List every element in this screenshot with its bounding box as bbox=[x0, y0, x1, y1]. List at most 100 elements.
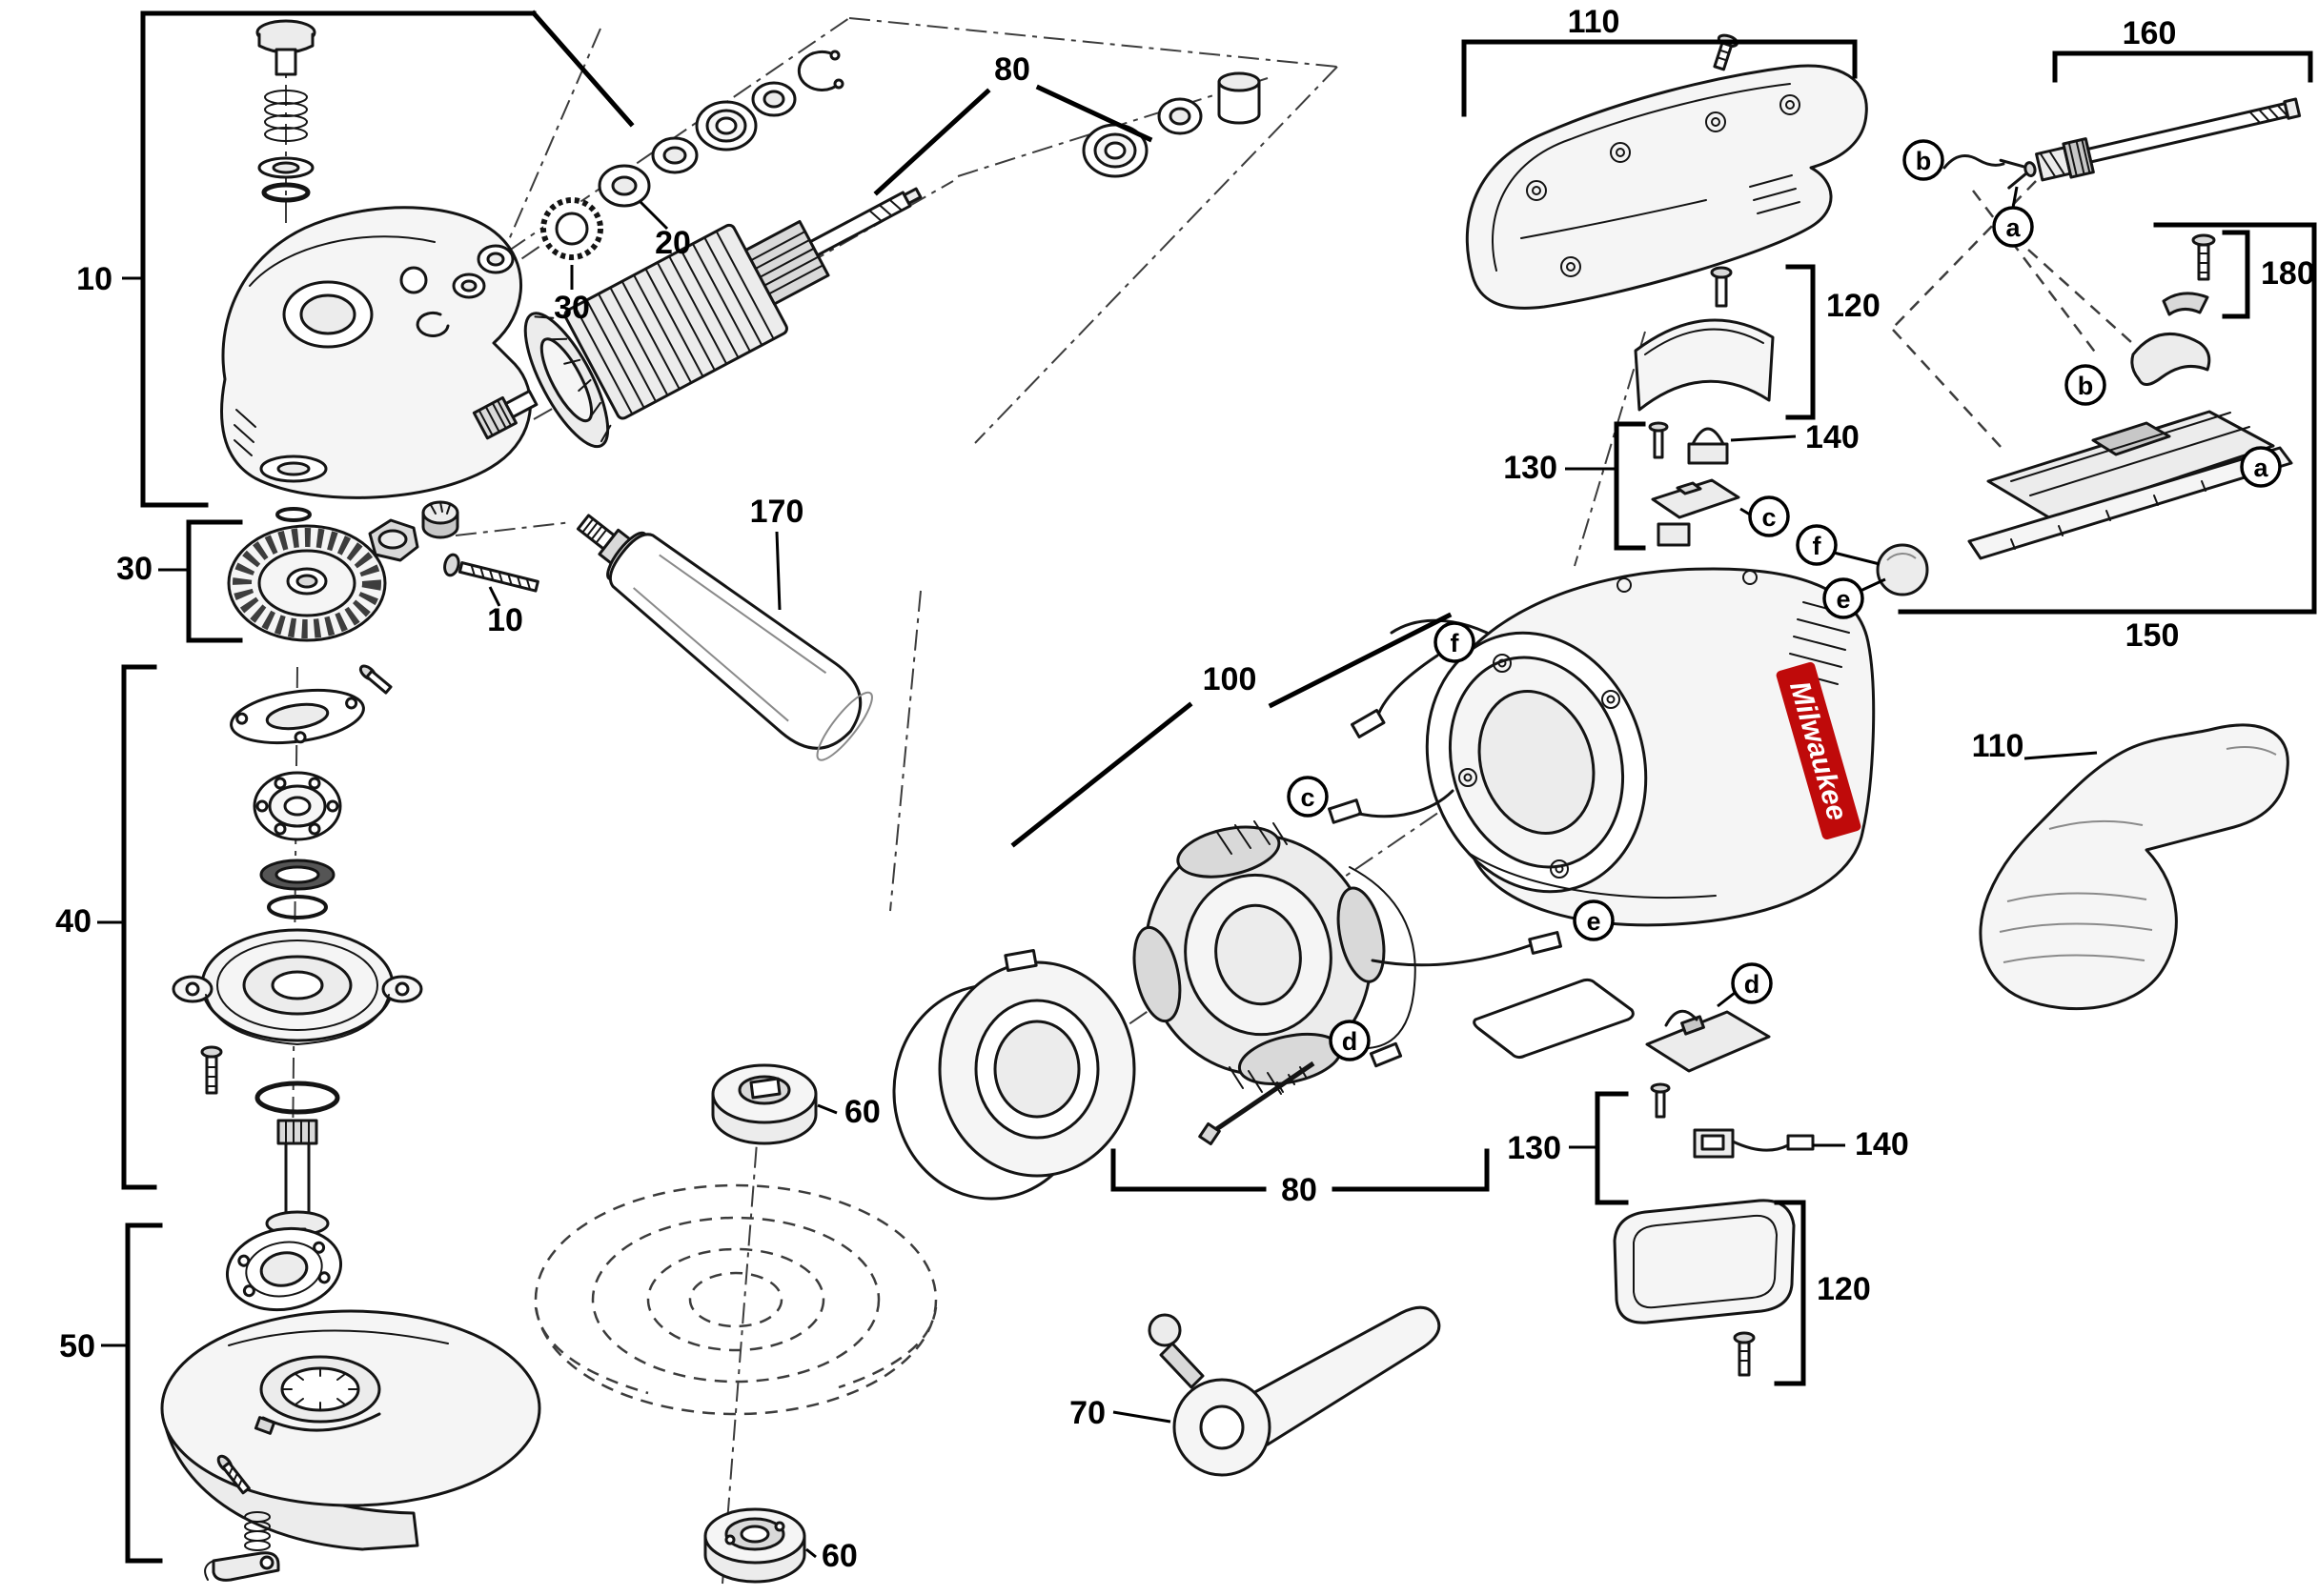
svg-text:d: d bbox=[1744, 970, 1760, 999]
grinding-disc bbox=[534, 1183, 938, 1416]
callout-170: 170 bbox=[750, 494, 804, 530]
slider-switch-group bbox=[1876, 332, 2293, 596]
outer-flange-nut bbox=[703, 1507, 806, 1584]
callout-letter-e-1: e bbox=[1822, 577, 1864, 619]
callout-140-lower: 140 bbox=[1855, 1126, 1909, 1162]
svg-text:c: c bbox=[1761, 503, 1776, 532]
callout-30-ring: 30 bbox=[554, 290, 590, 326]
guard-retainer-plate bbox=[225, 1226, 343, 1312]
svg-text:c: c bbox=[1300, 783, 1314, 812]
callout-letter-a-1: a bbox=[1992, 206, 2034, 248]
switch-assembly-lower bbox=[1645, 1009, 1815, 1159]
callout-70: 70 bbox=[1069, 1395, 1106, 1431]
callout-10-screw: 10 bbox=[487, 602, 523, 638]
callout-10-cover: 10 bbox=[76, 261, 112, 297]
field-stator bbox=[1132, 820, 1416, 1095]
armature-small-washers bbox=[416, 244, 515, 337]
washers bbox=[257, 156, 315, 203]
armature-end-bearing-set bbox=[1082, 71, 1261, 178]
svg-text:e: e bbox=[1586, 907, 1600, 936]
callout-letter-f-2: f bbox=[1434, 621, 1475, 663]
bearing-stack bbox=[598, 50, 844, 208]
collet-washer bbox=[421, 500, 459, 539]
callout-120-lower: 120 bbox=[1817, 1271, 1871, 1307]
callout-letter-b-1: b bbox=[1902, 139, 1944, 181]
svg-text:a: a bbox=[2253, 454, 2268, 482]
wire-clip bbox=[1942, 154, 2005, 170]
air-baffle-ring bbox=[892, 949, 1136, 1201]
callout-60-outer: 60 bbox=[822, 1538, 858, 1574]
svg-text:d: d bbox=[1342, 1027, 1358, 1056]
callout-120-upper: 120 bbox=[1826, 288, 1881, 324]
wire-loop-clamp bbox=[1687, 427, 1729, 465]
seal-ring bbox=[259, 859, 336, 891]
inner-flange bbox=[711, 1063, 818, 1145]
callout-130-lower: 130 bbox=[1507, 1130, 1561, 1166]
ball-bearing bbox=[253, 771, 342, 841]
callout-letter-f-1: f bbox=[1796, 524, 1838, 566]
lock-off-clip-group bbox=[2162, 233, 2216, 316]
svg-text:f: f bbox=[1451, 629, 1460, 657]
flange-screw-small bbox=[358, 664, 393, 695]
spindle-hex-nut bbox=[368, 518, 419, 562]
wheel-guard bbox=[160, 1309, 541, 1551]
spanner-wrench-group bbox=[1148, 1305, 1441, 1477]
callout-140-upper: 140 bbox=[1805, 419, 1860, 455]
handle-screw bbox=[1713, 33, 1739, 71]
snap-ring bbox=[267, 895, 328, 919]
gear-case-cover bbox=[220, 206, 532, 499]
callout-20: 20 bbox=[655, 225, 691, 261]
switch-assembly-upper bbox=[1648, 421, 1740, 547]
flange-housing-screw bbox=[200, 1045, 223, 1095]
callout-60-inner: 60 bbox=[844, 1094, 881, 1130]
motor-housing: Milwaukee bbox=[1425, 567, 1876, 927]
svg-text:b: b bbox=[1916, 147, 1932, 175]
switch-cover-plate-upper bbox=[1634, 266, 1775, 412]
cover-screw bbox=[255, 19, 316, 76]
guard-group bbox=[160, 1226, 541, 1582]
guard-clamp-screw bbox=[216, 1454, 251, 1495]
callout-80-armature: 80 bbox=[994, 51, 1030, 88]
clamp-lever bbox=[204, 1551, 280, 1582]
callout-labels: 10 20 30 80 110 160 180 120 130 140 150 … bbox=[55, 4, 2315, 1574]
callout-110-shell: 110 bbox=[1568, 4, 1620, 40]
leader-lines bbox=[97, 186, 2098, 1559]
callout-100: 100 bbox=[1203, 661, 1257, 697]
fan bbox=[523, 312, 612, 449]
svg-text:a: a bbox=[2005, 213, 2021, 242]
spindle-shaft bbox=[1999, 97, 2302, 190]
callout-160: 160 bbox=[2123, 15, 2177, 51]
o-ring bbox=[254, 1081, 340, 1115]
callout-30-gear: 30 bbox=[116, 551, 152, 587]
bevel-gear bbox=[227, 524, 387, 642]
callout-letter-c-2: c bbox=[1287, 776, 1329, 818]
housing-screw bbox=[443, 553, 539, 593]
rear-handle bbox=[1979, 723, 2289, 1011]
insulating-gasket bbox=[1473, 978, 1635, 1060]
callout-80-field: 80 bbox=[1281, 1172, 1317, 1208]
callout-letter-a-2: a bbox=[2240, 446, 2282, 488]
callout-letter-d-2: d bbox=[1329, 1020, 1371, 1061]
callout-180: 180 bbox=[2261, 255, 2315, 292]
callout-130-upper: 130 bbox=[1503, 450, 1557, 486]
clamp-spring bbox=[244, 1511, 271, 1551]
callout-50: 50 bbox=[59, 1328, 95, 1364]
side-handle bbox=[576, 514, 873, 761]
callout-letter-b-2: b bbox=[2064, 364, 2106, 406]
group-brackets bbox=[121, 10, 2317, 1564]
callout-150: 150 bbox=[2125, 617, 2180, 654]
handle-shell-top bbox=[1465, 33, 1868, 310]
spring bbox=[264, 90, 308, 142]
svg-text:e: e bbox=[1836, 585, 1850, 614]
callout-letter-c-1: c bbox=[1748, 495, 1790, 537]
svg-text:b: b bbox=[2078, 372, 2094, 400]
gear-case-cover-group bbox=[220, 19, 532, 554]
callout-letter-e-2: e bbox=[1573, 899, 1615, 941]
callout-40: 40 bbox=[55, 903, 92, 939]
armature bbox=[472, 187, 923, 449]
letter-callouts: b a b a c f e f c e d d bbox=[1287, 139, 2282, 1061]
bearing-flange-housing bbox=[172, 928, 423, 1046]
callout-letter-d-1: d bbox=[1731, 962, 1773, 1004]
